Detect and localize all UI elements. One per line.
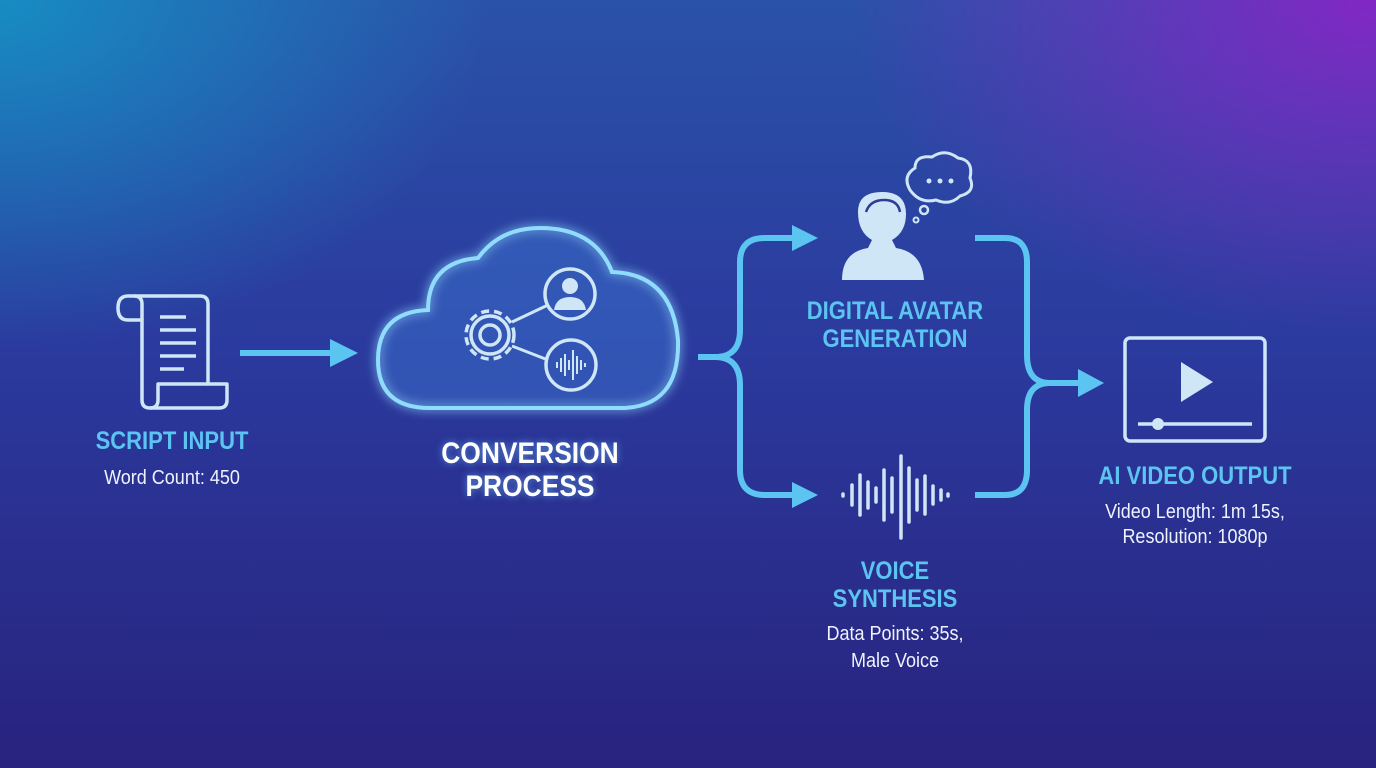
voice-detail-line2: Male Voice — [850, 650, 940, 672]
voice-detail-line1: Data Points: 35s, — [826, 623, 964, 645]
arrow-script-to-conversion — [240, 339, 358, 367]
data-beams-icon — [463, 175, 616, 565]
arrowheads-split — [792, 225, 818, 508]
output-title: AI VIDEO OUTPUT — [1098, 462, 1292, 490]
arrowhead-merge — [1078, 369, 1104, 397]
merge-arrows — [975, 235, 1080, 498]
voice-title-line2: SYNTHESIS — [832, 585, 958, 613]
waveform-icon — [841, 454, 950, 540]
user-circle-icon — [543, 267, 597, 321]
avatar-title-line1: DIGITAL AVATAR — [806, 297, 984, 325]
avatar-title-line2: GENERATION — [822, 325, 968, 353]
cloud-icon — [375, 225, 681, 410]
output-detail-line2: Resolution: 1080p — [1122, 526, 1268, 548]
split-arrows — [698, 235, 795, 498]
gear-icon — [464, 309, 516, 361]
script-scroll-icon — [116, 294, 229, 410]
avatar-thought-icon — [842, 151, 974, 280]
script-input-title: SCRIPT INPUT — [95, 427, 249, 455]
conversion-title-line1: CONVERSION — [441, 437, 619, 470]
voice-title-line1: VOICE — [860, 557, 930, 585]
output-detail-line1: Video Length: 1m 15s, — [1105, 501, 1285, 523]
connector-lines — [511, 303, 549, 362]
video-player-icon — [1123, 336, 1267, 443]
conversion-title-line2: PROCESS — [465, 470, 595, 503]
script-input-detail: Word Count: 450 — [104, 467, 240, 489]
audio-circle-icon — [544, 338, 598, 392]
